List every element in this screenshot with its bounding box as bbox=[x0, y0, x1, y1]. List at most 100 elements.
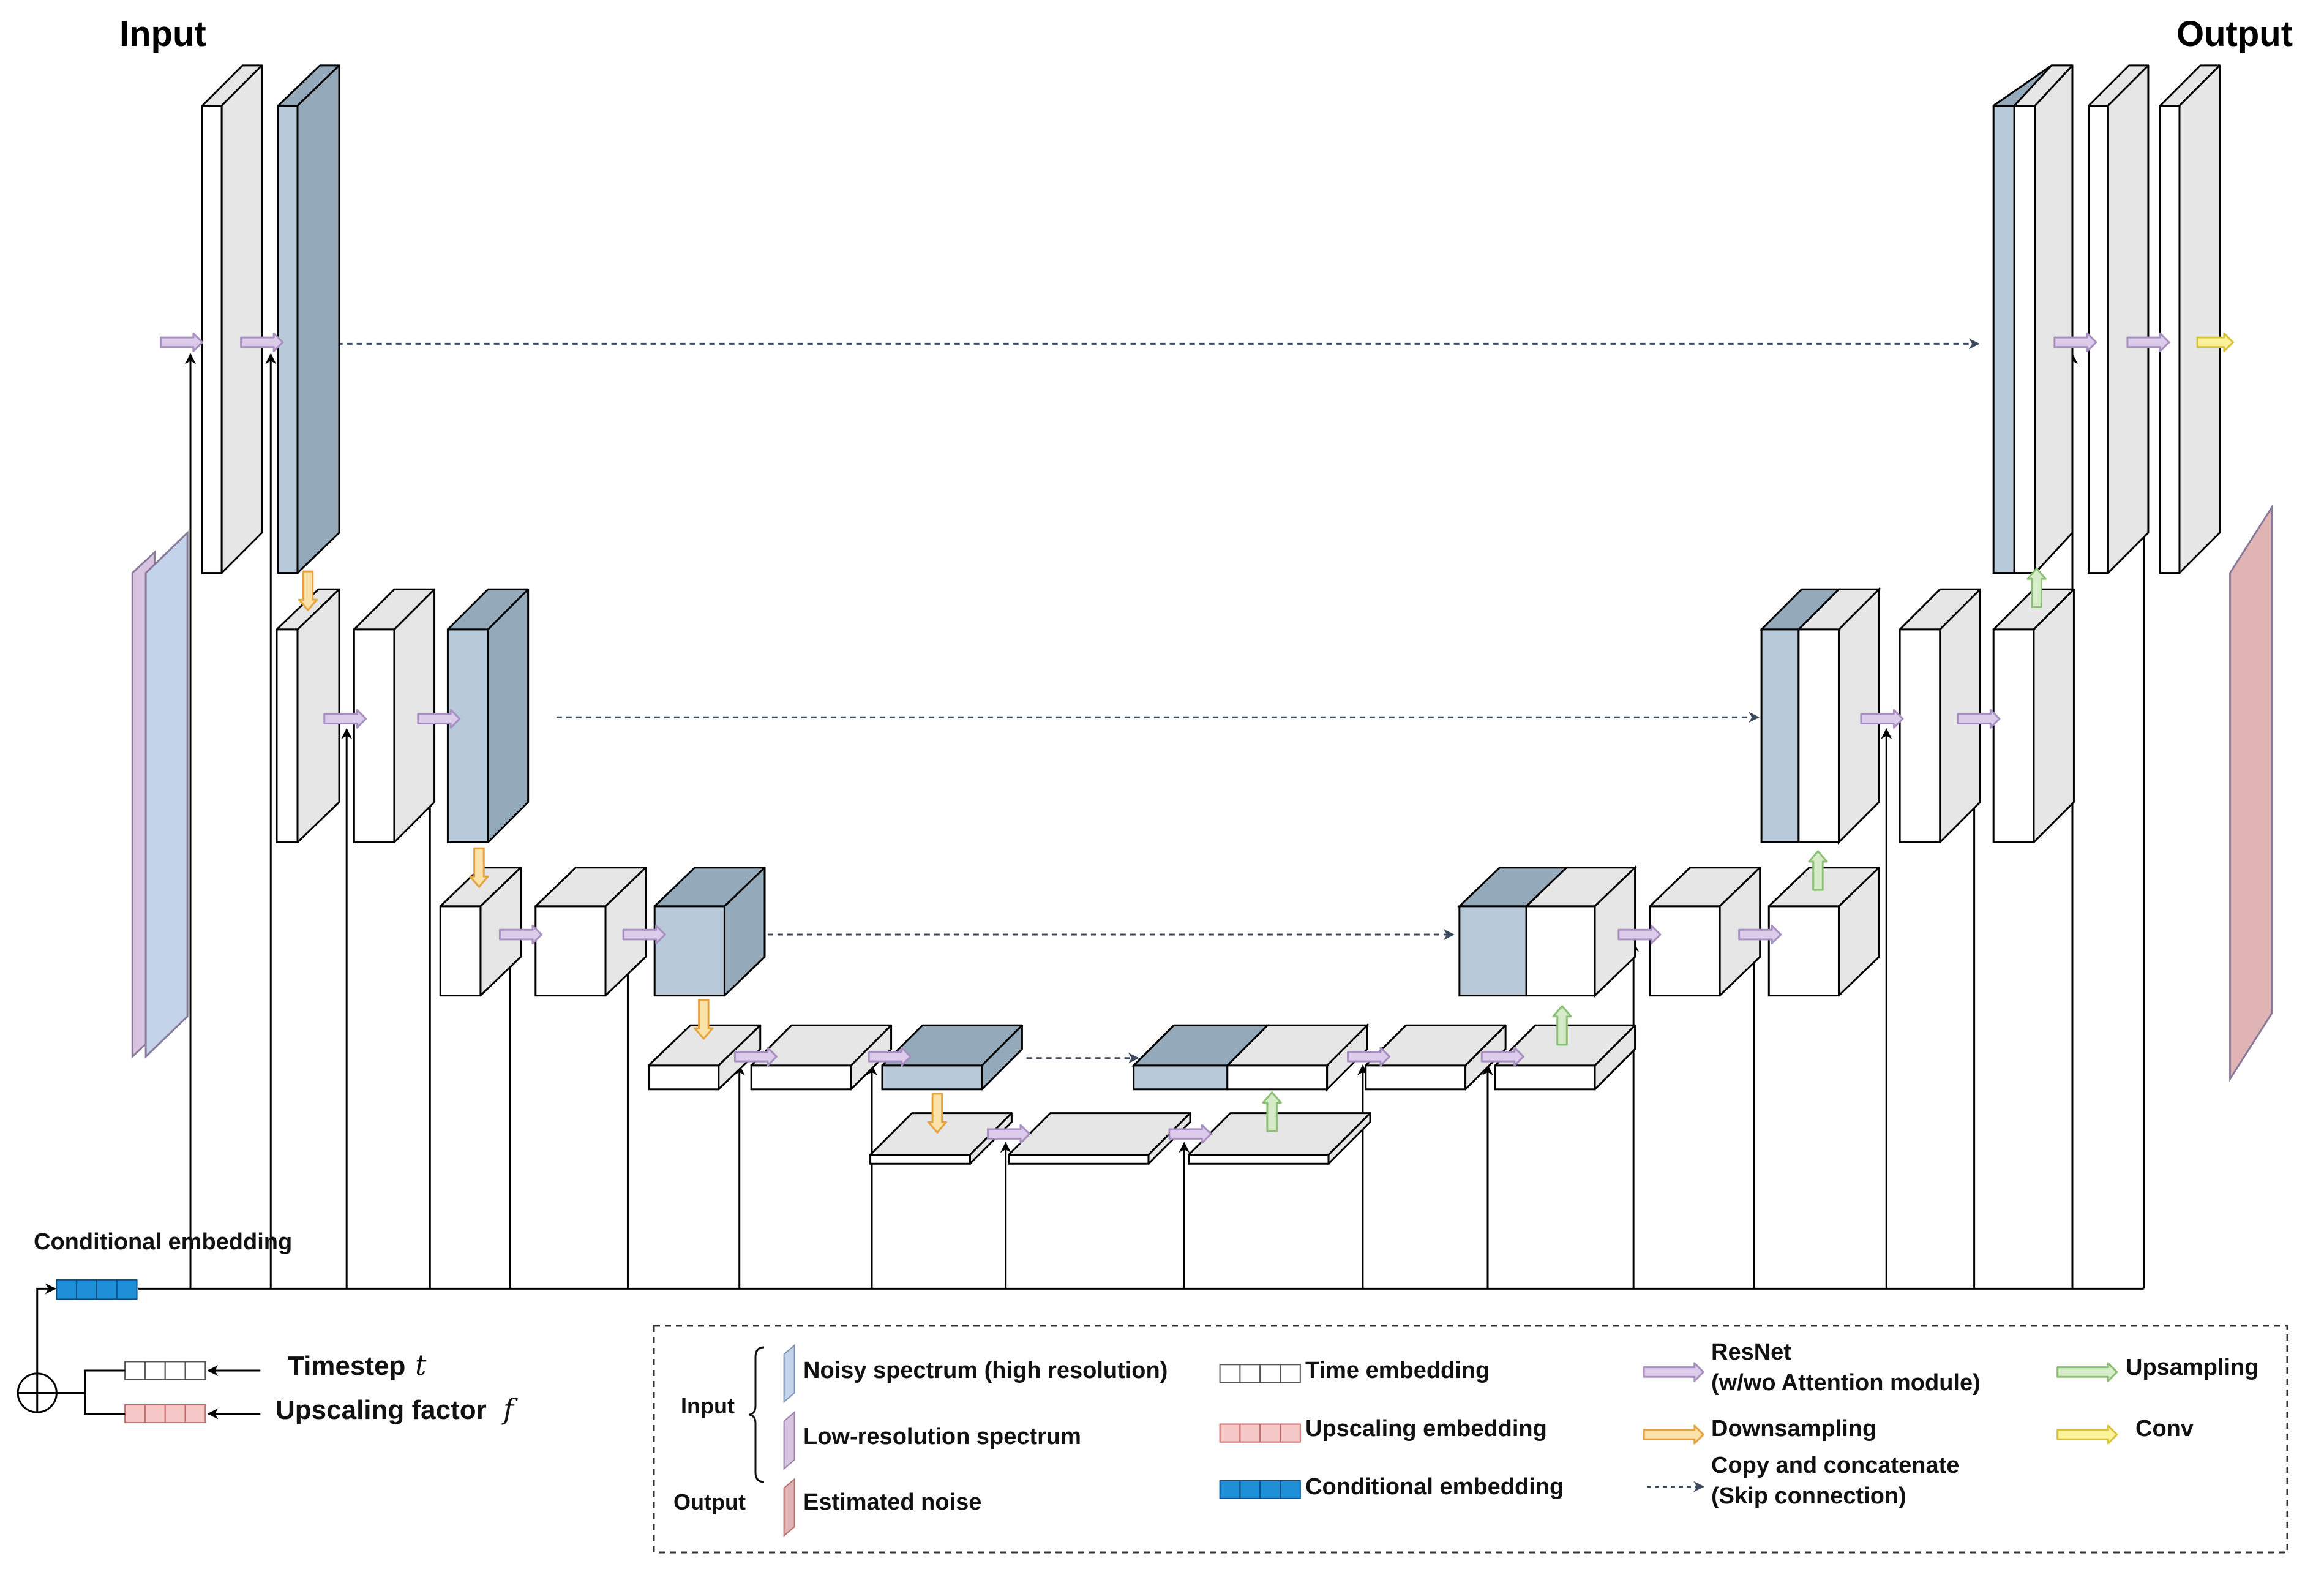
legend-upsampling-swatch bbox=[2056, 1362, 2118, 1382]
legend-up-emb-swatch bbox=[1259, 1423, 1281, 1443]
legend-time-emb-swatch bbox=[1280, 1364, 1301, 1383]
dec2-concat bbox=[1759, 587, 1881, 845]
cond-emb-cell bbox=[116, 1279, 138, 1300]
legend-output-group: Output bbox=[673, 1489, 746, 1514]
resnet-arrow-14 bbox=[1347, 1047, 1391, 1067]
legend-downsampling-swatch bbox=[1643, 1424, 1704, 1445]
up-emb-cell bbox=[144, 1404, 166, 1424]
legend-cond-emb-swatch bbox=[1259, 1480, 1281, 1500]
upscaling-factor-input: Upscaling factor f bbox=[276, 1393, 518, 1426]
resnet-arrow-2 bbox=[2053, 332, 2097, 352]
legend-conv-swatch bbox=[2056, 1424, 2118, 1445]
time-emb-cell bbox=[184, 1361, 206, 1380]
legend-cond-emb-swatch bbox=[1219, 1480, 1241, 1500]
legend: Input Output Noisy spectrum (high resolu… bbox=[653, 1325, 2288, 1554]
time-emb-cell bbox=[124, 1361, 146, 1380]
downsample-arrow-3 bbox=[694, 999, 714, 1040]
mid-block-b bbox=[1008, 1112, 1191, 1165]
legend-box bbox=[653, 1325, 2288, 1554]
timestep-label: Timestep bbox=[288, 1351, 405, 1381]
legend-skip-sub-label: (Skip connection) bbox=[1711, 1483, 1906, 1509]
legend-swatches bbox=[783, 1344, 2118, 1537]
downsample-arrow-1 bbox=[298, 570, 318, 611]
conditional-embedding-bar bbox=[56, 1279, 138, 1300]
resnet-arrow-15 bbox=[1480, 1047, 1524, 1067]
dec3-block-c bbox=[1767, 867, 1880, 997]
legend-noise-label: Estimated noise bbox=[803, 1489, 981, 1515]
dec1-block-c bbox=[2159, 64, 2221, 574]
legend-time-emb-swatch bbox=[1239, 1364, 1261, 1383]
sum-to-cond-arrow bbox=[36, 1283, 56, 1374]
legend-lowres-label: Low-resolution spectrum bbox=[803, 1424, 1081, 1450]
legend-skip-label: Copy and concatenate bbox=[1711, 1453, 1959, 1478]
enc3-block-b bbox=[534, 867, 647, 997]
resnet-arrow-1 bbox=[240, 332, 284, 352]
legend-up-emb-swatch bbox=[1219, 1423, 1241, 1443]
legend-resnet-sub-label: (w/wo Attention module) bbox=[1711, 1370, 1981, 1396]
dec1-block-b bbox=[2088, 64, 2150, 574]
upsample-arrow-1 bbox=[2026, 567, 2047, 608]
legend-upsampling-label: Upsampling bbox=[2126, 1355, 2258, 1380]
conv-arrow bbox=[2196, 332, 2234, 352]
resnet-arrow-3 bbox=[2126, 332, 2170, 352]
up-emb-cell bbox=[124, 1404, 146, 1424]
dec3-concat bbox=[1457, 865, 1638, 998]
cond-emb-cell bbox=[76, 1279, 97, 1300]
input-title: Input bbox=[119, 14, 206, 54]
resnet-arrow-8 bbox=[498, 924, 543, 945]
upscaling-factor-label: Upscaling factor bbox=[276, 1395, 487, 1425]
legend-time-emb-label: Time embedding bbox=[1305, 1358, 1490, 1383]
resnet-arrow-9 bbox=[622, 924, 666, 945]
embedding-join-line bbox=[84, 1369, 126, 1415]
upsample-arrow-4 bbox=[1262, 1091, 1282, 1132]
downsample-arrow-2 bbox=[469, 847, 489, 888]
legend-noisy-label: Noisy spectrum (high resolution) bbox=[803, 1358, 1168, 1383]
enc1-block-a bbox=[201, 64, 263, 574]
enc1-block-skip bbox=[277, 64, 340, 574]
enc2-block-a bbox=[276, 588, 340, 843]
mid-block-a bbox=[869, 1112, 1013, 1165]
enc2-block-skip bbox=[446, 588, 530, 843]
upsample-arrow-2 bbox=[1808, 850, 1828, 891]
conditional-embedding-label: Conditional embedding bbox=[34, 1229, 292, 1255]
resnet-arrow-7 bbox=[1957, 709, 2001, 729]
resnet-arrow-16 bbox=[987, 1124, 1031, 1144]
legend-time-emb-swatch bbox=[1259, 1364, 1281, 1383]
resnet-arrow-17 bbox=[1168, 1124, 1212, 1144]
output-title: Output bbox=[2176, 14, 2293, 54]
enc3-block-a bbox=[439, 867, 522, 997]
skip-connections bbox=[327, 338, 1980, 1064]
timestep-symbol: t bbox=[415, 1349, 427, 1382]
up-emb-cell bbox=[184, 1404, 206, 1424]
dec3-block-b bbox=[1649, 867, 1761, 997]
legend-up-emb-swatch bbox=[1239, 1423, 1261, 1443]
legend-up-emb-swatch bbox=[1280, 1423, 1301, 1443]
legend-conv-label: Conv bbox=[2135, 1416, 2194, 1442]
timestep-input: Timestep t bbox=[288, 1349, 427, 1382]
dec4-concat bbox=[1131, 1023, 1370, 1092]
resnet-arrow-10 bbox=[1617, 924, 1662, 945]
enc2-block-b bbox=[353, 588, 436, 843]
cond-emb-cell bbox=[96, 1279, 118, 1300]
mid-block-c bbox=[1188, 1112, 1371, 1165]
output-noise-slab bbox=[2229, 504, 2273, 1082]
legend-resnet-label: ResNet bbox=[1711, 1339, 1791, 1365]
legend-cond-emb-swatch bbox=[1280, 1480, 1301, 1500]
legend-cond-emb-label: Conditional embedding bbox=[1305, 1474, 1564, 1500]
legend-time-emb-swatch bbox=[1219, 1364, 1241, 1383]
feature-blocks bbox=[131, 64, 2273, 1165]
upsample-arrow-3 bbox=[1552, 1005, 1572, 1046]
operation-arrows bbox=[159, 332, 2234, 1144]
embedding-inputs bbox=[17, 1283, 261, 1424]
legend-input-group: Input bbox=[681, 1393, 735, 1418]
legend-downsampling-label: Downsampling bbox=[1711, 1416, 1876, 1442]
cond-emb-cell bbox=[56, 1279, 78, 1300]
legend-input-brace bbox=[749, 1346, 765, 1483]
dec2-block-c bbox=[1992, 588, 2075, 843]
upscaling-factor-symbol: f bbox=[501, 1393, 518, 1426]
resnet-arrow-4 bbox=[323, 709, 367, 729]
legend-cond-emb-swatch bbox=[1239, 1480, 1261, 1500]
enc3-block-skip bbox=[653, 867, 766, 997]
resnet-arrow-6 bbox=[1860, 709, 1904, 729]
